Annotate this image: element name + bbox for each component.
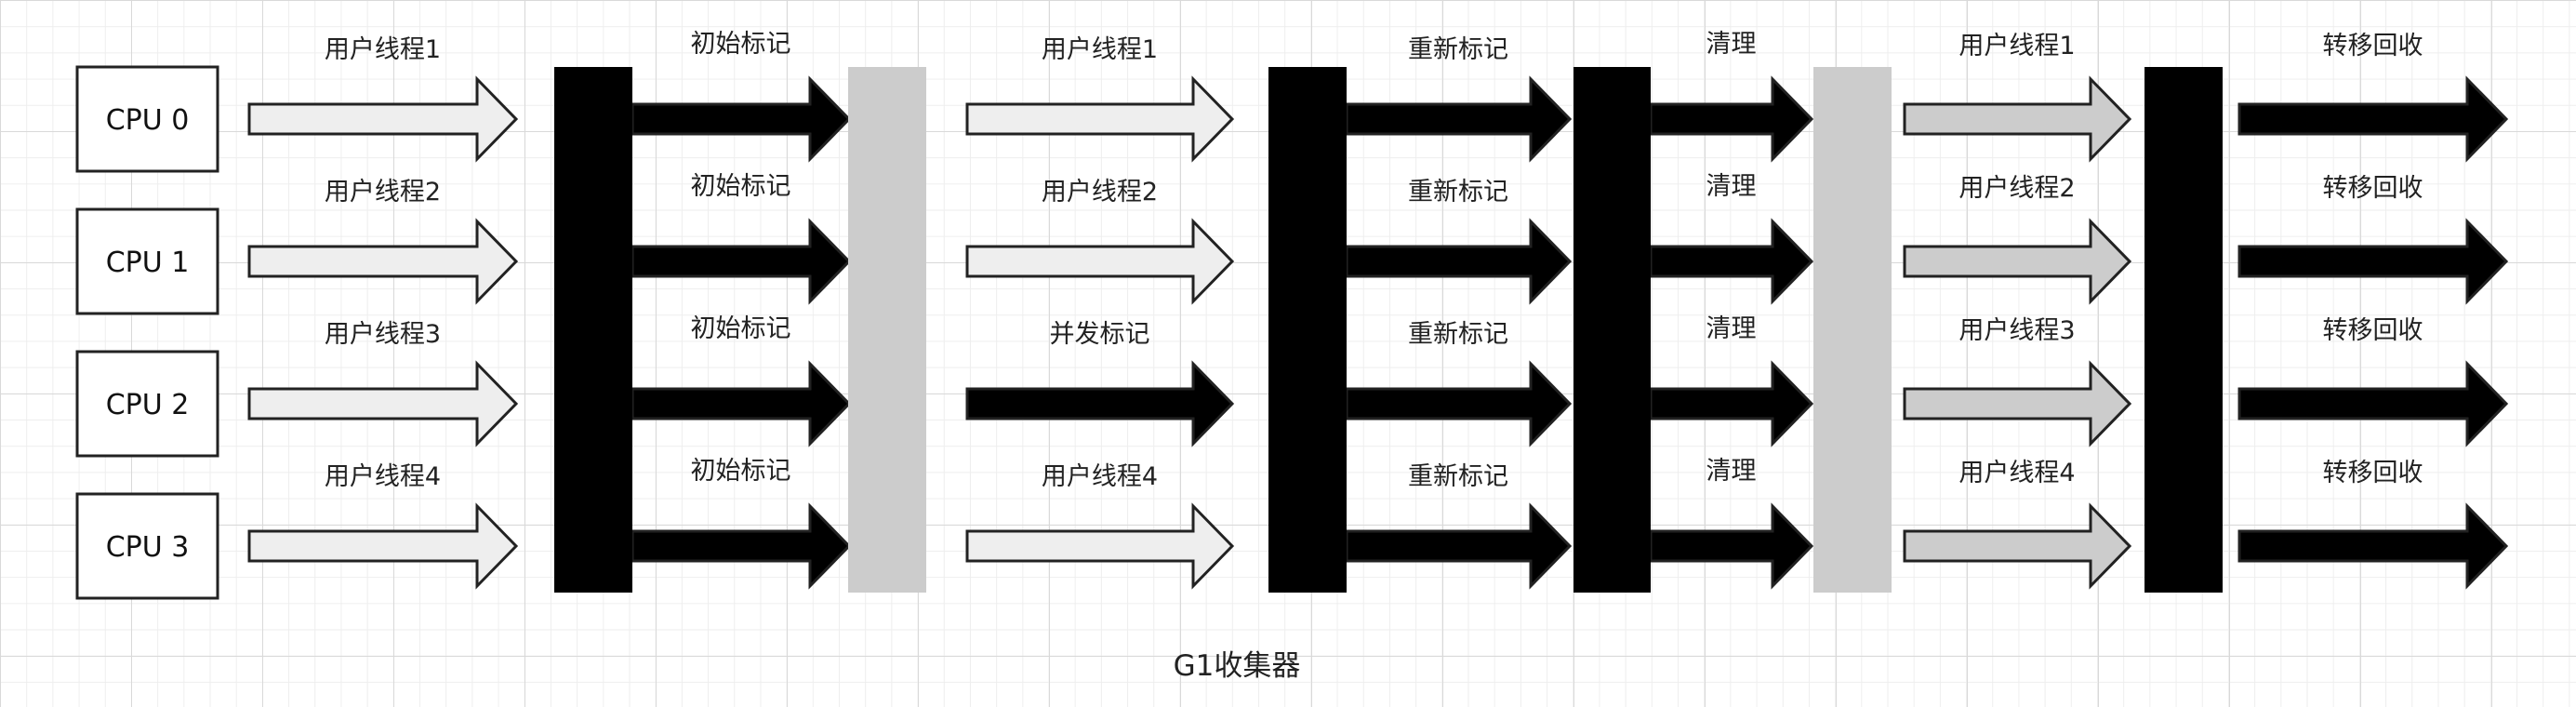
cleanup-label-3: 清理 [1706,457,1757,486]
stw-initial-mark-bar [554,67,632,593]
cleanup-arrow-2 [1649,360,1814,447]
cleanup-label-0: 清理 [1706,30,1757,59]
cpu-label: CPU 2 [106,389,190,421]
concurrent-mark-phase-label-2: 并发标记 [1050,320,1150,349]
cpu-box-frame [75,207,219,315]
phase1-user-arrow-2 [247,360,519,447]
concurrent-mark-phase-arrow-1 [965,218,1235,305]
phase1-user-label-2: 用户线程3 [325,320,441,349]
phase1-user-arrow-3 [247,502,519,590]
cpu-label: CPU 1 [106,247,190,279]
phase1-user-label-1: 用户线程2 [325,178,441,207]
phase3-user-arrow-3 [1903,502,2132,590]
evacuation-label-1: 转移回收 [2323,174,2423,203]
cleanup-label-2: 清理 [1706,314,1757,343]
concurrent-cleanup-bar [1813,67,1892,593]
phase3-user-label-2: 用户线程3 [1959,316,2075,345]
remark-label-3: 重新标记 [1408,462,1508,491]
initial-mark-label-0: 初始标记 [691,30,791,59]
initial-mark-arrow-1 [631,218,852,305]
cpu-box-0: CPU 0 [75,65,219,173]
cpu-box-3: CPU 3 [75,492,219,600]
concurrent-mark-phase-arrow-0 [965,75,1235,163]
phase3-user-label-1: 用户线程2 [1959,174,2075,203]
evacuation-label-0: 转移回收 [2323,32,2423,60]
remark-arrow-3 [1345,502,1573,590]
phase1-user-arrow-1 [247,218,519,305]
remark-label-0: 重新标记 [1408,35,1508,64]
cleanup-arrow-1 [1649,218,1814,305]
phase3-user-arrow-1 [1903,218,2132,305]
concurrent-mark-phase-arrow-2 [965,360,1235,447]
initial-mark-label-1: 初始标记 [691,172,791,201]
concurrent-mark-bar [848,67,926,593]
concurrent-mark-phase-label-0: 用户线程1 [1042,35,1158,64]
cpu-box-frame [75,350,219,458]
evacuation-label-3: 转移回收 [2323,459,2423,487]
cleanup-arrow-3 [1649,502,1814,590]
evacuation-arrow-3 [2237,502,2509,590]
diagram-title: G1收集器 [1173,649,1301,683]
phase3-user-label-0: 用户线程1 [1959,32,2075,60]
cpu-label: CPU 3 [106,531,190,564]
remark-label-2: 重新标记 [1408,320,1508,349]
cpu-box-frame [75,65,219,173]
remark-arrow-2 [1345,360,1573,447]
concurrent-mark-phase-label-1: 用户线程2 [1042,178,1158,207]
stw-remark-bar [1268,67,1347,593]
initial-mark-arrow-0 [631,75,852,163]
phase3-user-arrow-0 [1903,75,2132,163]
initial-mark-label-3: 初始标记 [691,457,791,486]
phase1-user-label-0: 用户线程1 [325,35,441,64]
initial-mark-label-2: 初始标记 [691,314,791,343]
evacuation-arrow-1 [2237,218,2509,305]
stw-cleanup-bar [1573,67,1651,593]
cpu-box-1: CPU 1 [75,207,219,315]
concurrent-mark-phase-arrow-3 [965,502,1235,590]
initial-mark-arrow-2 [631,360,852,447]
evacuation-label-2: 转移回收 [2323,316,2423,345]
cpu-label: CPU 0 [106,104,190,137]
cleanup-arrow-0 [1649,75,1814,163]
concurrent-mark-phase-label-3: 用户线程4 [1042,462,1158,491]
phase1-user-label-3: 用户线程4 [325,462,441,491]
remark-label-1: 重新标记 [1408,178,1508,207]
cpu-box-2: CPU 2 [75,350,219,458]
evacuation-arrow-2 [2237,360,2509,447]
cpu-box-frame [75,492,219,600]
initial-mark-arrow-3 [631,502,852,590]
stw-evacuation-bar [2144,67,2223,593]
phase3-user-label-3: 用户线程4 [1959,459,2075,487]
phase3-user-arrow-2 [1903,360,2132,447]
remark-arrow-1 [1345,218,1573,305]
remark-arrow-0 [1345,75,1573,163]
phase1-user-arrow-0 [247,75,519,163]
evacuation-arrow-0 [2237,75,2509,163]
cleanup-label-1: 清理 [1706,172,1757,201]
